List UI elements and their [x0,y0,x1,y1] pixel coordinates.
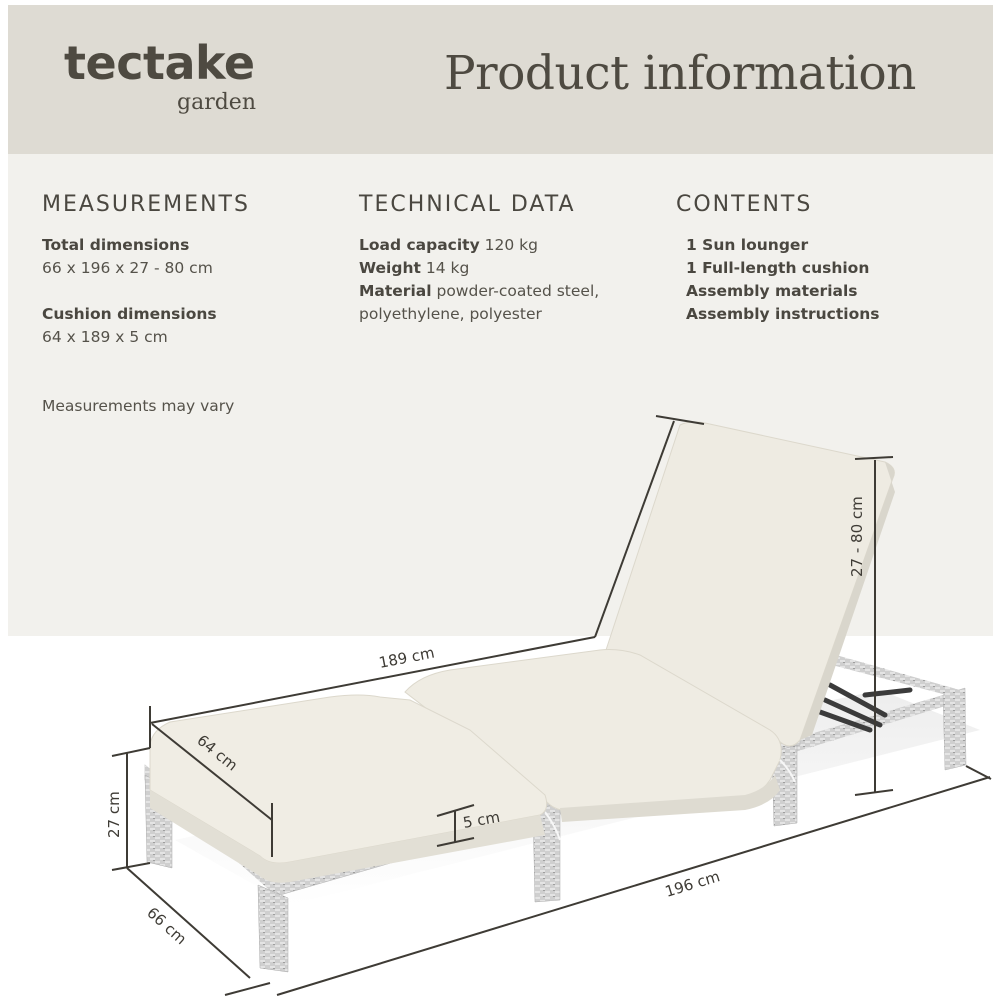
page-title: Product information [444,46,916,101]
dim-cushion-length: 189 cm [377,644,436,672]
measurements-note: Measurements may vary [42,397,235,415]
load-capacity-row: Load capacity 120 kg [359,236,538,254]
header-band [8,5,993,154]
contents-item: Assembly materials [686,282,858,300]
contents-heading: CONTENTS [676,192,813,217]
measurements-section: MEASUREMENTS Total dimensions 66 x 196 x… [42,192,250,349]
brand-logo: tectake [64,36,255,90]
contents-section: CONTENTS 1 Sun lounger 1 Full-length cus… [676,192,880,326]
dim-frame-height: 27 cm [105,791,123,838]
total-dimensions-label: Total dimensions [42,236,190,254]
cushion-dimensions-label: Cushion dimensions [42,305,217,323]
weight-row: Weight 14 kg [359,259,470,277]
dim-frame-length: 196 cm [663,867,722,901]
contents-item: 1 Full-length cushion [686,259,870,277]
material-row-cont: polyethylene, polyester [359,305,542,323]
total-dimensions-value: 66 x 196 x 27 - 80 cm [42,259,213,277]
brand-sub-logo: garden [177,90,256,115]
cushion-dimensions-value: 64 x 189 x 5 cm [42,328,168,346]
contents-item: Assembly instructions [686,305,880,323]
technical-data-section: TECHNICAL DATA Load capacity 120 kg Weig… [359,192,599,326]
measurements-heading: MEASUREMENTS [42,192,250,217]
dim-backrest-height: 27 - 80 cm [848,496,866,577]
material-row: Material powder-coated steel, [359,282,600,300]
dim-frame-width: 66 cm [143,904,190,949]
contents-item: 1 Sun lounger [686,236,809,254]
technical-data-heading: TECHNICAL DATA [359,192,576,217]
